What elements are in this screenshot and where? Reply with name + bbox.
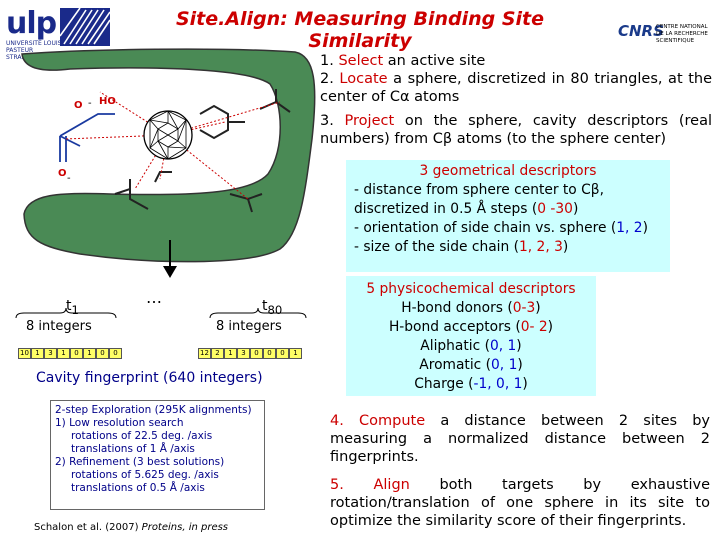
fingerprint-cell: 1 (224, 348, 237, 359)
fingerprint-cell: 10 (18, 348, 31, 359)
exploration-title: 2-step Exploration (295K alignments) (55, 404, 252, 416)
brace-right-icon (209, 308, 307, 319)
physchem-item: H-bond donors (0-3) (401, 300, 541, 316)
t1-label: t1 (66, 298, 79, 317)
physchem-title: 5 physicochemical descriptors (366, 281, 576, 297)
physchem-item: Aromatic (0, 1) (419, 357, 523, 373)
physchem-item: Aliphatic (0, 1) (420, 338, 522, 354)
physchem-item: Charge (-1, 0, 1) (414, 376, 528, 392)
step-3: 3. Project on the sphere, cavity descrip… (320, 113, 713, 147)
fingerprint-cell: 1 (57, 348, 70, 359)
svg-text:O: O (58, 168, 67, 179)
brace-left-icon (15, 308, 117, 319)
page-title: Site.Align: Measuring Binding Site Simil… (175, 8, 545, 52)
cnrs-logo-subtitle: CENTRE NATIONAL DE LA RECHERCHE SCIENTIF… (656, 24, 708, 44)
ulp-logo-icon (60, 8, 110, 46)
left-integers-label: 8 integers (26, 319, 92, 334)
fingerprint-cell: 0 (276, 348, 289, 359)
step-1: 1. Select an active site (320, 53, 486, 69)
fingerprint-cell: 3 (237, 348, 250, 359)
discretized-sphere (143, 110, 193, 160)
fingerprint-cell: 0 (109, 348, 122, 359)
fingerprint-cell: 0 (263, 348, 276, 359)
cnrs-logo-text: CNRS (618, 22, 664, 40)
step-4: 4. Compute a distance between 2 sites by… (330, 413, 711, 465)
svg-text:-: - (88, 98, 92, 109)
svg-text:-: - (67, 173, 71, 184)
exploration-box: 2-step Exploration (295K alignments) 1) … (50, 400, 265, 510)
fingerprint-cell: 0 (250, 348, 263, 359)
svg-text:HO: HO (99, 96, 116, 107)
step-5: 5. Align both targets by exhaustive rota… (330, 477, 710, 529)
fingerprint-cell: 12 (198, 348, 211, 359)
cavity-diagram: HO O - O - (21, 48, 316, 263)
down-arrow-icon (163, 240, 177, 278)
steps-list: 1. Select an active site 2. Locate a sph… (320, 52, 712, 148)
fingerprint-cell: 1 (31, 348, 44, 359)
ellipsis: … (146, 288, 162, 307)
fingerprint-cell: 1 (289, 348, 302, 359)
side-chains (114, 89, 291, 213)
fingerprint-cell: 0 (70, 348, 83, 359)
cavity-wall (21, 48, 316, 263)
fingerprint-cell: 3 (44, 348, 57, 359)
geometric-line-3: - size of the side chain (1, 2, 3) (354, 239, 569, 255)
fingerprint-cell: 2 (211, 348, 224, 359)
fingerprint-caption: Cavity fingerprint (640 integers) (36, 370, 263, 386)
geometric-descriptors-box: 3 geometrical descriptors - distance fro… (346, 160, 670, 272)
fingerprint-right-cells: 12 2 1 3 0 0 0 1 (198, 348, 308, 360)
fingerprint-cell: 1 (83, 348, 96, 359)
geometric-line-2: - orientation of side chain vs. sphere (… (354, 220, 648, 236)
ligand-molecule (59, 113, 115, 162)
fingerprint-left-cells: 10 1 3 1 0 1 0 0 (18, 348, 128, 360)
ulp-logo-text: ulp (6, 6, 57, 41)
citation: Schalon et al. (2007) Proteins, in press (34, 522, 229, 533)
svg-text:O: O (74, 100, 83, 111)
fingerprint-cell: 0 (96, 348, 109, 359)
geometric-title: 3 geometrical descriptors (419, 163, 597, 179)
physchem-item: H-bond acceptors (0- 2) (388, 319, 554, 335)
step-2: 2. Locate a sphere, discretized in 80 tr… (320, 71, 712, 105)
geometric-line-1: - distance from sphere center to Cβ, dis… (354, 182, 604, 217)
right-integers-label: 8 integers (216, 319, 282, 334)
physchem-descriptors-box: 5 physicochemical descriptors H-bond don… (346, 276, 596, 396)
